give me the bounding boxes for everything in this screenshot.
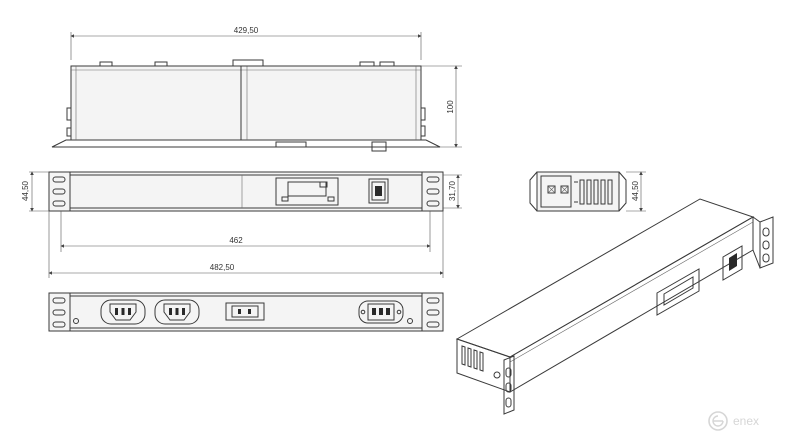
dim-body-width: 462 — [229, 236, 243, 245]
rear-outlet-2 — [154, 299, 200, 325]
rear-view — [48, 292, 444, 332]
rear-view-panel — [48, 292, 444, 332]
side-view: 44,50 — [529, 171, 646, 212]
iso-right-ear — [759, 216, 774, 269]
dim-total-width: 482,50 — [210, 263, 235, 272]
front-view: 44,50 31,70 462 482,50 — [21, 171, 462, 278]
rear-power-inlet — [358, 300, 404, 324]
isometric-view — [455, 198, 774, 415]
rear-outlet-1 — [100, 299, 146, 325]
dim-side-height: 44,50 — [631, 180, 640, 201]
front-display — [275, 177, 339, 206]
dim-front-height: 44,50 — [21, 180, 30, 201]
front-view-panel — [48, 171, 444, 212]
top-view-body — [70, 65, 422, 141]
top-view-flange — [51, 139, 441, 148]
iso-switch — [722, 245, 743, 281]
dim-front-inner-height: 31,70 — [448, 180, 457, 201]
enex-logo-text: enex — [733, 414, 759, 428]
enex-logo: enex — [708, 411, 759, 431]
top-view: 429,50 100 — [51, 26, 462, 152]
dim-top-width: 429,50 — [234, 26, 259, 35]
iso-left-ear — [503, 355, 515, 415]
rear-fuse-holder — [225, 302, 265, 321]
dim-top-depth: 100 — [446, 100, 455, 114]
iso-display — [656, 268, 700, 316]
enex-logo-icon — [708, 411, 728, 431]
iso-top-face — [455, 198, 755, 358]
front-power-switch — [368, 178, 389, 204]
